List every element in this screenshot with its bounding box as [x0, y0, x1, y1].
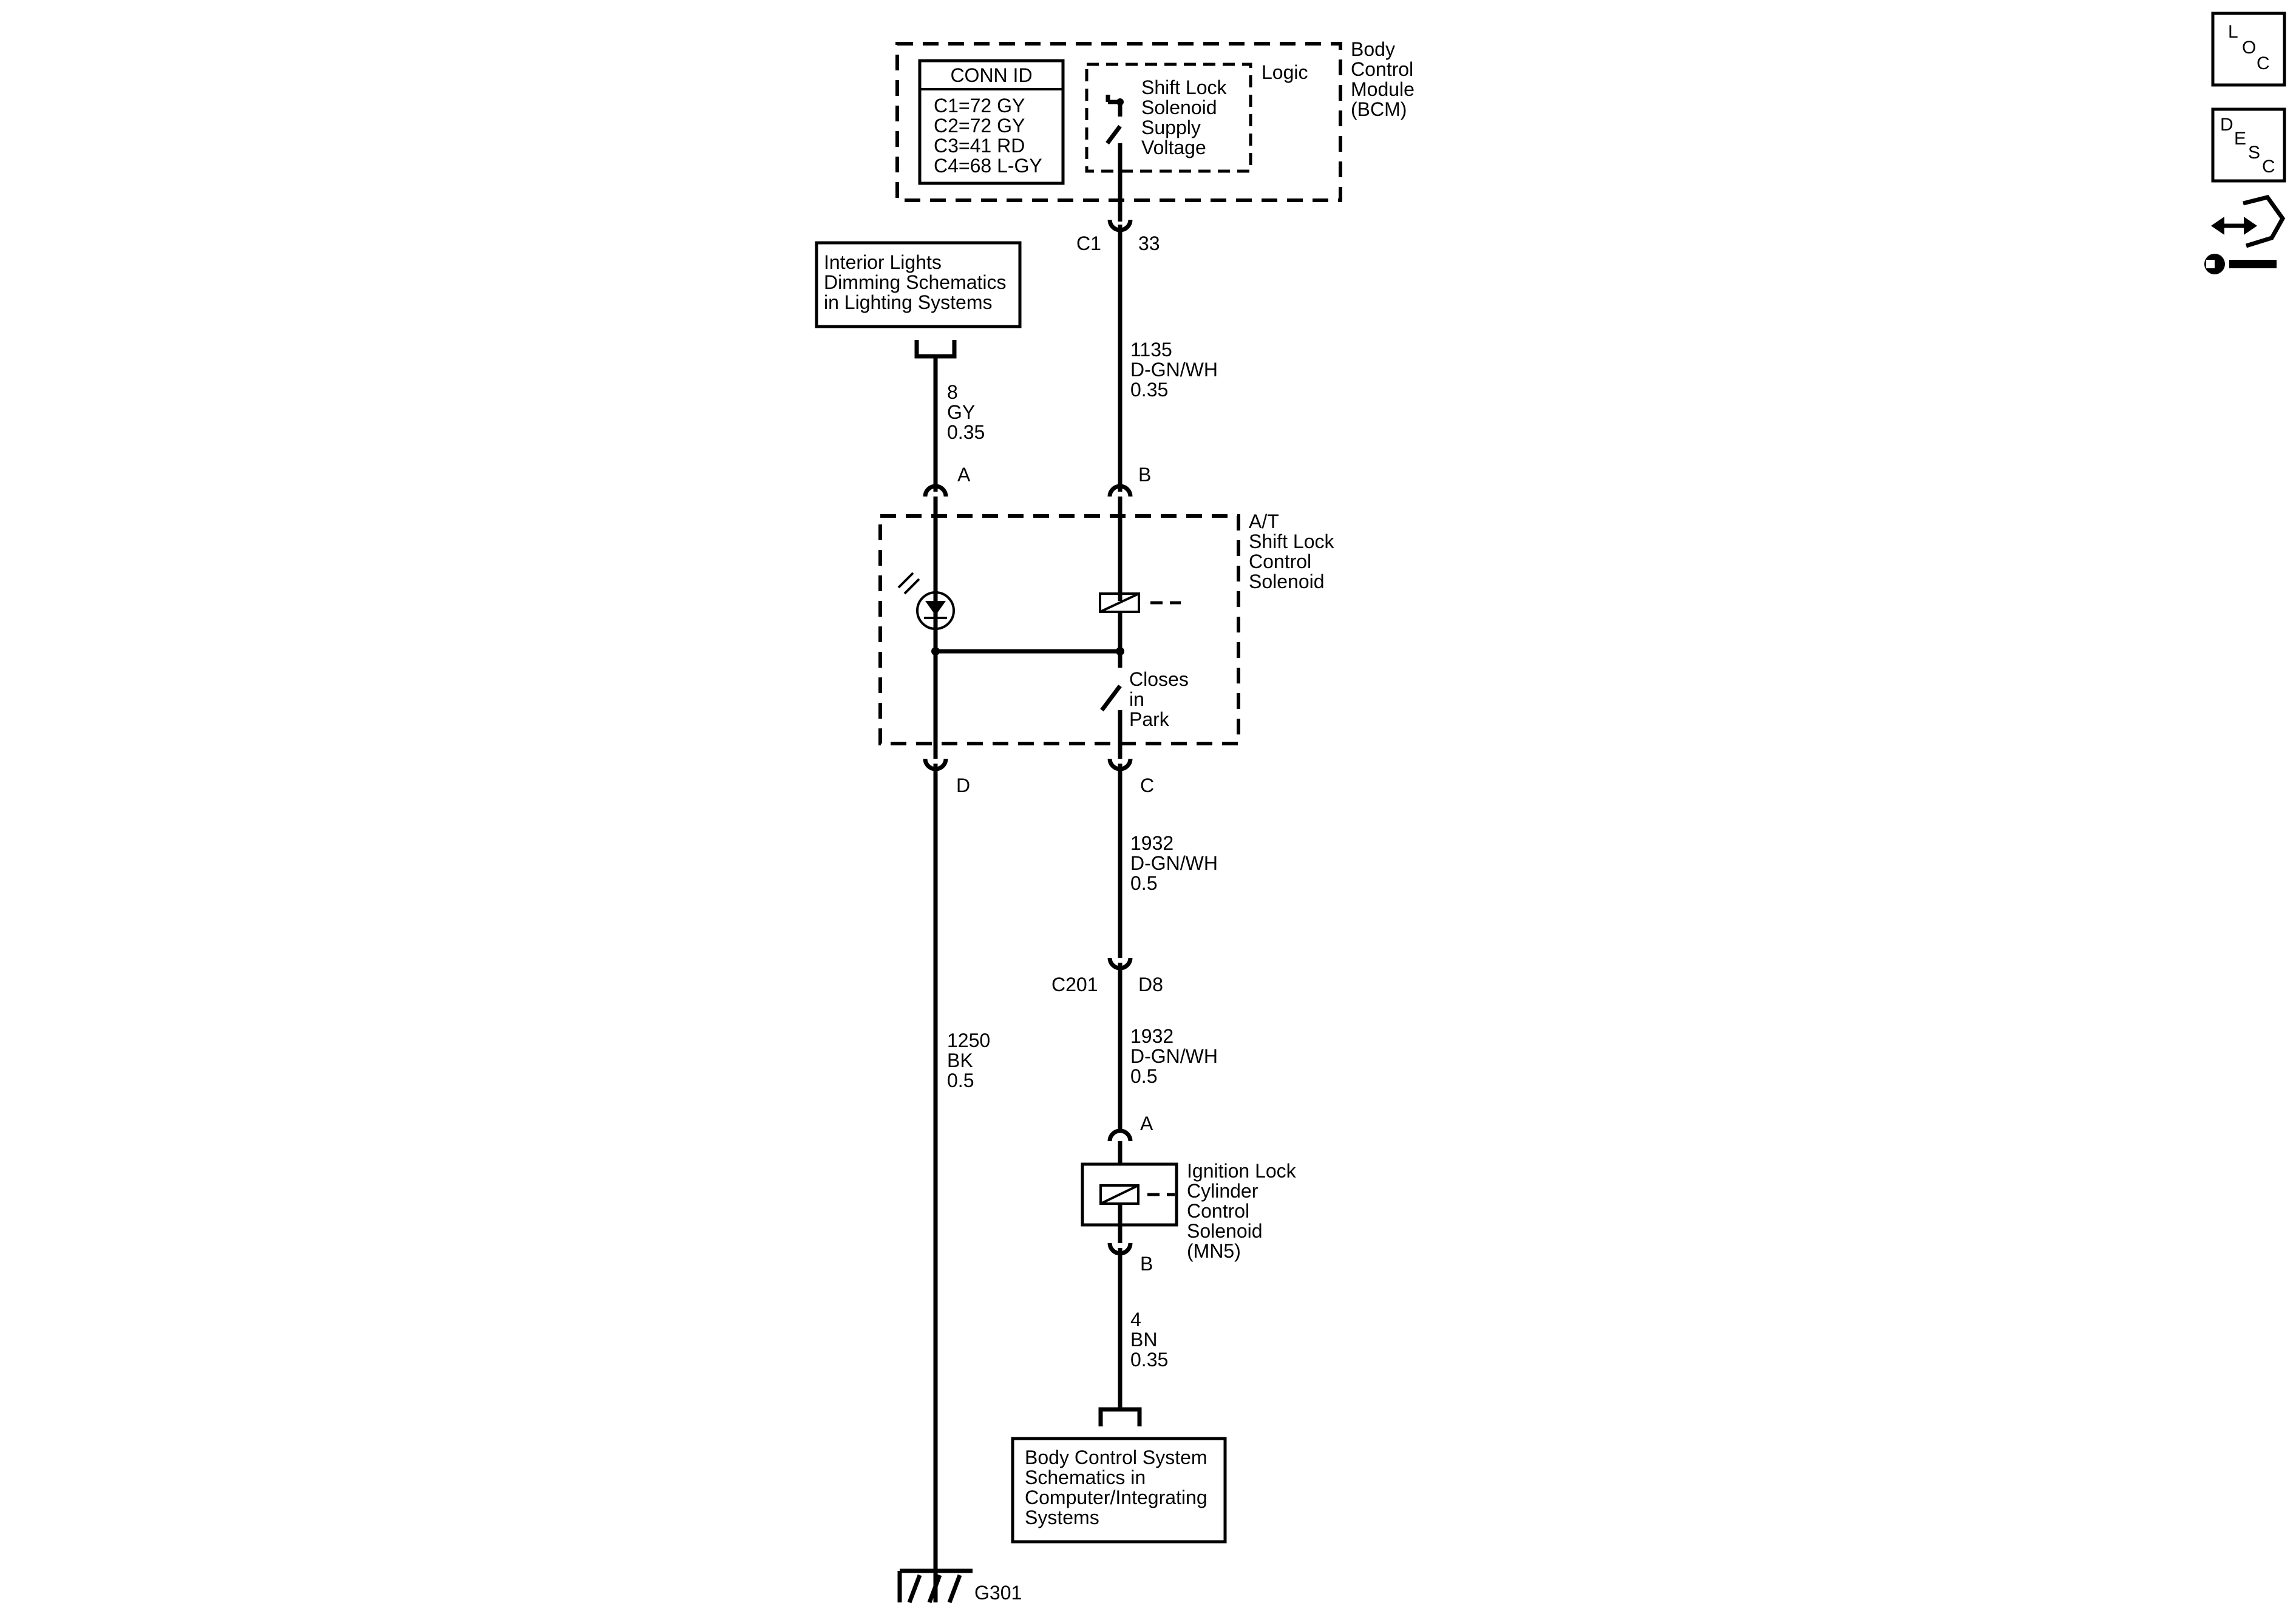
- supply-switch: [1106, 95, 1124, 200]
- loc-button[interactable]: L O C: [2211, 12, 2286, 87]
- ignition-lock-solenoid: A B Ignition Lock Cylinder Control Solen…: [1081, 1113, 1297, 1409]
- pin-d-label: D: [956, 775, 970, 796]
- ignition-name-line1: Ignition Lock: [1187, 1160, 1297, 1182]
- shift-lock-name-line1: A/T: [1249, 510, 1279, 532]
- pin-b-label: B: [1138, 464, 1151, 486]
- desc-letter: S: [2248, 143, 2260, 163]
- solenoid-output-pins: D C: [923, 758, 1154, 1602]
- wire-color: D-GN/WH: [1130, 1045, 1218, 1067]
- wire-gauge: 0.5: [947, 1070, 974, 1091]
- closes-in-park-line1: Closes: [1129, 668, 1189, 690]
- ignition-name-line3: Control: [1187, 1200, 1249, 1222]
- ignition-name-line4: Solenoid: [1187, 1220, 1263, 1242]
- ground-label: G301: [974, 1582, 1022, 1604]
- pin-d8-label: D8: [1138, 974, 1163, 995]
- logic-label: Logic: [1262, 61, 1308, 83]
- ign-pin-b-label: B: [1140, 1253, 1153, 1275]
- shift-lock-solenoid: A/T Shift Lock Control Solenoid Closes: [878, 510, 1335, 759]
- wire-gauge: 0.35: [947, 421, 985, 443]
- wire-gauge: 0.35: [1130, 1349, 1168, 1371]
- conn-id-table: CONN ID C1=72 GY C2=72 GY C3=41 RD C4=68…: [918, 59, 1065, 185]
- wire-circuit-number: 1135: [1130, 339, 1172, 361]
- connector-c201-label: C201: [1051, 974, 1098, 995]
- wire-gauge: 0.5: [1130, 1065, 1157, 1087]
- connector-repair-icon[interactable]: [2204, 195, 2286, 274]
- interior-lights-reference[interactable]: Interior Lights Dimming Schematics in Li…: [815, 241, 1022, 328]
- wire-color: D-GN/WH: [1130, 852, 1218, 874]
- pin-a-label: A: [957, 464, 971, 486]
- wire-circuit-number: 1932: [1130, 1025, 1173, 1047]
- supply-label-line1: Shift Lock: [1141, 76, 1228, 98]
- pin-c-label: C: [1140, 775, 1154, 796]
- supply-label-line3: Supply: [1141, 117, 1201, 138]
- wire-circuit-number: 1932: [1130, 832, 1173, 854]
- interior-lights-ref-line2: Dimming Schematics: [824, 271, 1007, 293]
- wire-circuit-number: 8: [947, 381, 958, 403]
- location-icon: L O C: [2228, 22, 2270, 73]
- supply-label-line4: Voltage: [1141, 137, 1206, 158]
- body-control-ref-line3: Computer/Integrating: [1025, 1486, 1207, 1508]
- loc-letter: L: [2228, 22, 2238, 42]
- body-control-ref-line1: Body Control System: [1025, 1446, 1207, 1468]
- pin-33-label: 33: [1138, 232, 1160, 254]
- description-icon: D E S C: [2220, 115, 2275, 177]
- closes-in-park-line2: in: [1129, 688, 1144, 710]
- bcm-name-line4: (BCM): [1351, 98, 1407, 120]
- shift-lock-name-line3: Control: [1249, 551, 1311, 572]
- interior-lights-ref-line1: Interior Lights: [824, 251, 942, 273]
- desc-letter: D: [2220, 115, 2233, 135]
- ground-g301: G301: [897, 1568, 1022, 1604]
- connector-pin-b-symbol: [1107, 484, 1133, 497]
- bcm-name-line2: Control: [1351, 58, 1413, 80]
- body-control-ref-line4: Systems: [1025, 1507, 1099, 1528]
- conn-id-row: C2=72 GY: [934, 115, 1025, 137]
- ignition-name-line2: Cylinder: [1187, 1180, 1258, 1202]
- wire-gauge: 0.35: [1130, 379, 1168, 401]
- loc-letter: O: [2242, 38, 2256, 58]
- shift-lock-name-line2: Shift Lock: [1249, 531, 1335, 552]
- wire-circuit-number: 4: [1130, 1309, 1141, 1331]
- loc-letter: C: [2257, 53, 2270, 73]
- park-switch: [1100, 684, 1123, 759]
- desc-letter: C: [2262, 157, 2275, 177]
- connector-pin-a-symbol: [923, 484, 948, 497]
- left-circuit-top: 8 GY 0.35 A: [914, 340, 985, 759]
- body-control-connector-bracket: [1098, 1407, 1142, 1426]
- right-circuit: C1 33 1135 D-GN/WH 0.35 B: [1076, 200, 1218, 601]
- closes-in-park-line3: Park: [1129, 708, 1170, 730]
- logic-boundary: [1085, 63, 1252, 173]
- led-indicator: [897, 572, 955, 630]
- interior-lights-ref-line3: in Lighting Systems: [824, 291, 992, 313]
- conn-id-row: C3=41 RD: [934, 135, 1025, 157]
- shift-lock-boundary: [878, 514, 1240, 745]
- wire-color: GY: [947, 401, 975, 423]
- ign-pin-a-label: A: [1140, 1113, 1153, 1134]
- body-control-reference[interactable]: Body Control System Schematics in Comput…: [1011, 1437, 1227, 1544]
- wire-gauge: 0.5: [1130, 872, 1157, 894]
- wire-color: BN: [1130, 1329, 1157, 1351]
- ignition-solenoid-box: [1081, 1162, 1178, 1227]
- body-control-ref-line2: Schematics in: [1025, 1466, 1146, 1488]
- bcm-name-line3: Module: [1351, 78, 1415, 100]
- ignition-name-line5: (MN5): [1187, 1240, 1241, 1262]
- conn-id-row: C4=68 L-GY: [934, 155, 1042, 177]
- desc-button[interactable]: D E S C: [2211, 107, 2286, 183]
- wire-color: BK: [947, 1049, 973, 1071]
- bcm-module: Body Control Module (BCM) CONN ID C1=72 …: [895, 38, 1415, 202]
- conn-id-row: C1=72 GY: [934, 95, 1025, 117]
- bcm-name-line1: Body: [1351, 38, 1395, 60]
- wire-color: D-GN/WH: [1130, 359, 1218, 381]
- solenoid-coil: [1099, 592, 1181, 613]
- supply-label-line2: Solenoid: [1141, 97, 1217, 118]
- wire-circuit-number: 1250: [947, 1029, 990, 1051]
- connector-ign-a-symbol: [1107, 1128, 1133, 1142]
- desc-letter: E: [2234, 129, 2246, 149]
- connector-c201: C201 D8: [1051, 957, 1163, 1129]
- conn-id-title: CONN ID: [950, 64, 1032, 86]
- shift-lock-name-line4: Solenoid: [1249, 571, 1325, 592]
- connector-c1-label: C1: [1076, 232, 1101, 254]
